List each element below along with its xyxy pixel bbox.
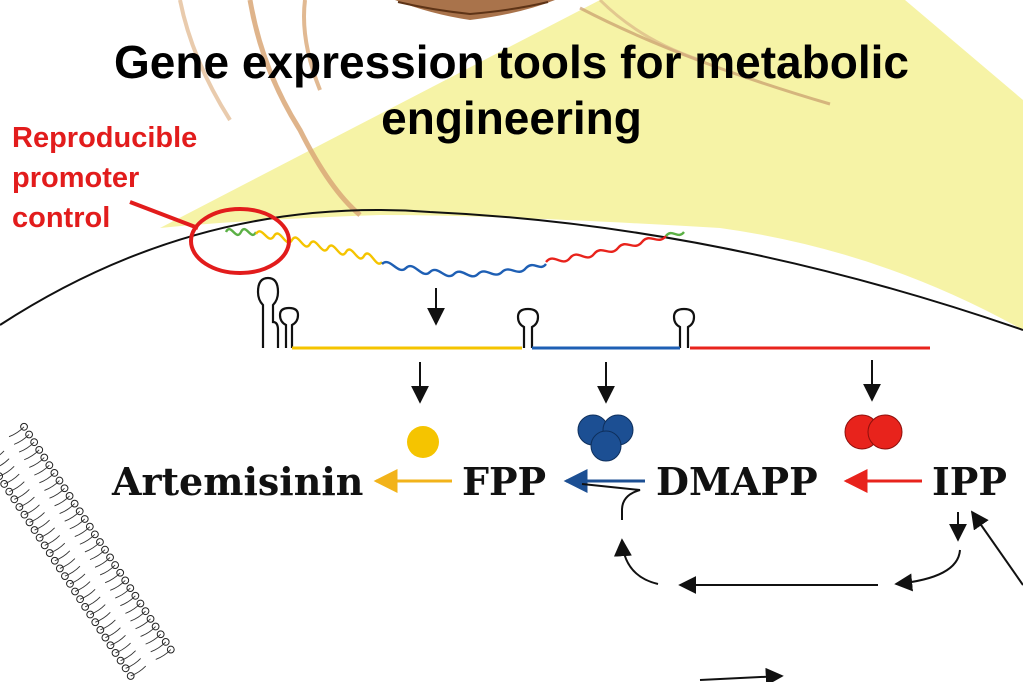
cell-membrane-bilayer-icon [0,422,175,680]
enzyme-trimer-icon [577,414,634,462]
promoter-annotation: Reproducible promoter control [12,118,252,238]
zoom-cone [160,0,1023,330]
annotation-line-1: Reproducible [12,122,198,154]
title-line-2: engineering [381,92,642,144]
metabolite-ipp: IPP [932,459,1007,504]
promoter-highlight-circle [189,207,291,275]
terminator-hairpin-icon [256,276,696,348]
yeast-cell-illustration [178,0,831,217]
annotation-pointer-line [129,200,199,230]
annotation-line-3: control [12,202,111,234]
upstream-pathway-arrows [581,483,1023,686]
annotation-line-2: promoter [12,162,140,194]
metabolite-fpp: FPP [462,459,546,504]
enzyme-monomer-icon [407,426,439,458]
dna-helix-icon [224,227,685,278]
title-line-1: Gene expression tools for metabolic [114,36,909,88]
cell-outline [0,209,1023,331]
slide-title: Gene expression tools for metabolic engi… [0,34,1023,146]
gene-construct [256,276,930,350]
metabolite-artemisinin: Artemisinin [111,459,363,504]
metabolite-dmapp: DMAPP [656,459,818,504]
enzyme-dimer-icon [844,414,903,450]
expression-arrows [411,288,881,404]
